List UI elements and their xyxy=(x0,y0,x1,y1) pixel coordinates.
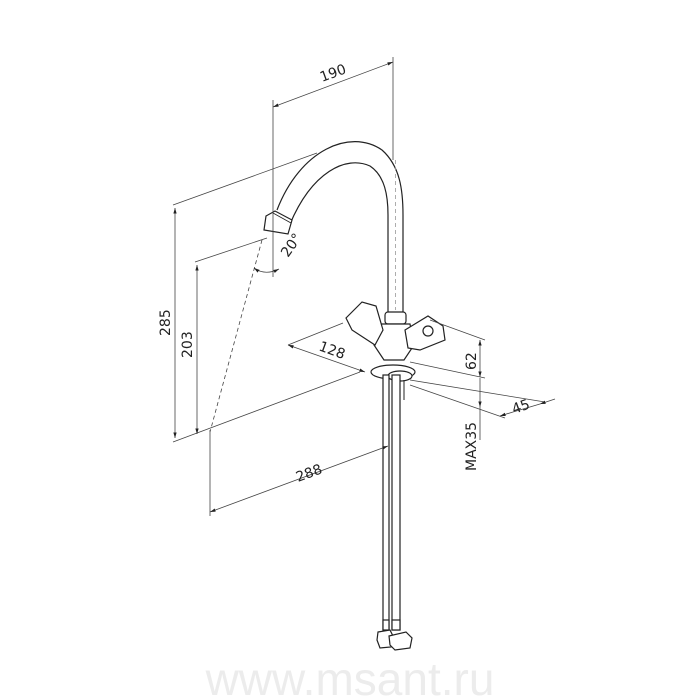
dimension-lines xyxy=(172,57,556,516)
hose-2 xyxy=(391,374,401,631)
handle-indicator xyxy=(422,325,434,337)
hose-fitting-2 xyxy=(388,631,413,651)
dim-45: 45 xyxy=(510,397,532,418)
watermark: www.msant.ru xyxy=(205,653,495,700)
left-handle xyxy=(345,301,384,346)
faucet xyxy=(263,141,446,651)
dim-62: 62 xyxy=(464,352,480,370)
dim-203: 203 xyxy=(180,331,196,358)
spout-outer xyxy=(276,141,404,312)
dim-288: 288 xyxy=(294,462,325,486)
dim-max35: MAX35 xyxy=(464,422,480,471)
spout-inner xyxy=(289,162,389,312)
dim-190: 190 xyxy=(318,62,349,86)
hose-fitting-1 xyxy=(376,629,394,649)
dim-angle-20: 20° xyxy=(278,231,305,261)
nozzle xyxy=(263,210,293,235)
hose-1 xyxy=(382,374,390,631)
dim-128: 128 xyxy=(317,339,348,363)
dim-285: 285 xyxy=(158,309,174,336)
nut xyxy=(384,311,407,325)
